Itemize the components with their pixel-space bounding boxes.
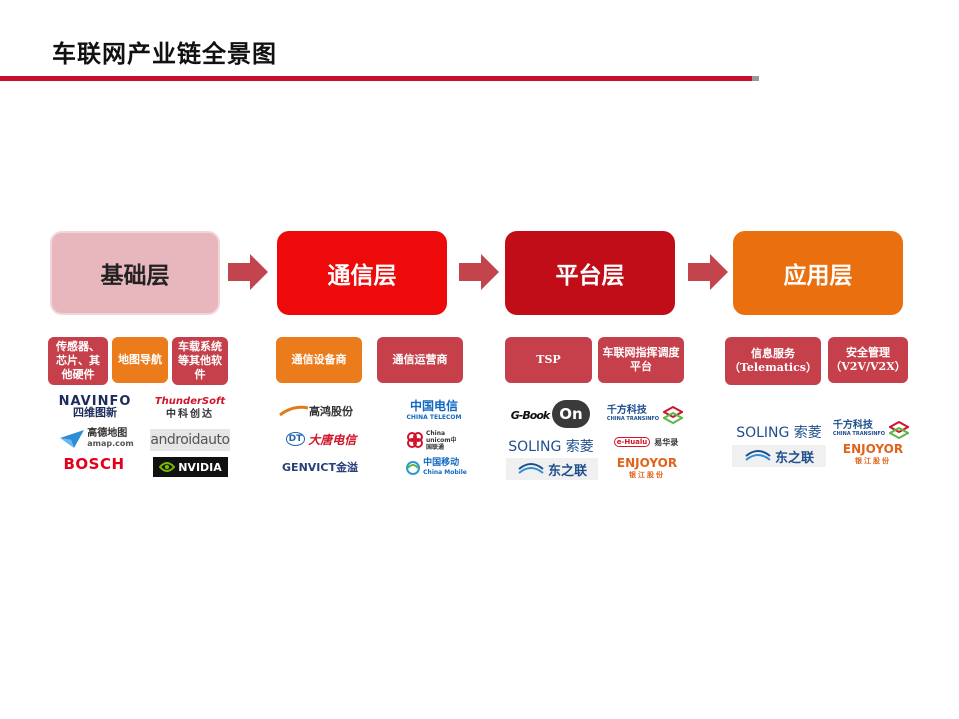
enjoyor-text: ENJOYOR [842,442,904,456]
transinfo-en-text: CHINA TRANSINFO [606,416,660,422]
transinfo-text: 千方科技 [832,420,873,431]
transinfo-icon [889,421,910,439]
china-mobile-en-text: China Mobile [423,469,467,476]
enjoyor-cn-text: 银江股份 [629,471,665,479]
sub-vehicle-software: 车载系统等其他软件 [172,337,228,385]
united-electronics-text: 东之联 [774,450,814,466]
china-telecom-en-text: CHINA TELECOM [406,414,462,421]
datang-logo: DT 大唐电信 [281,428,361,450]
enjoyor-cn-text: 银江股份 [855,457,891,465]
genvict-text: GENVICT金溢 [282,461,358,474]
soling-logo-platform: SOLING 索菱 [506,436,596,456]
china-telecom-logo: 中国电信 CHINA TELECOM [400,399,468,423]
onstar-text: On [559,405,583,423]
enjoyor-text: ENJOYOR [616,456,678,470]
amap-en-text: amap.com [87,439,134,448]
arrow-right-icon [228,254,268,290]
soling-text: SOLING 索菱 [508,439,594,455]
enjoyor-logo-app: ENJOYOR 银江股份 [830,443,916,467]
thundersoft-cn-text: 中科创达 [166,409,214,420]
transinfo-text: 千方科技 [606,405,647,416]
united-electronics-icon [518,463,544,474]
soling-logo-app: SOLING 索菱 [732,421,826,443]
transinfo-en-text: CHINA TRANSINFO [832,431,886,437]
transinfo-icon [663,406,684,424]
layer-communication: 通信层 [277,231,447,315]
enjoyor-logo-platform: ENJOYOR 银江股份 [606,457,688,481]
gaohong-logo: 高鸿股份 [268,401,364,421]
amap-icon [60,430,85,448]
nvidia-eye-icon [159,462,176,472]
android-auto-text: androidauto [150,432,230,448]
navinfo-text: NAVINFO [58,394,132,409]
transinfo-logo-app: 千方科技 CHINA TRANSINFO [830,419,912,441]
unicom-knot-icon [407,432,423,448]
amap-logo: 高德地图 amap.com [52,427,142,451]
united-electronics-icon [745,450,771,461]
sub-comm-operator: 通信运营商 [377,337,463,383]
page-title: 车联网产业链全景图 [52,40,277,68]
arrow-right-icon [459,254,499,290]
gaohong-text: 高鸿股份 [309,405,353,418]
genvict-logo: GENVICT金溢 [278,457,362,477]
soling-text: SOLING 索菱 [736,425,822,441]
thundersoft-logo: ThunderSoft 中科创达 [152,395,228,421]
china-mobile-icon [406,461,421,475]
layer-application: 应用层 [733,231,903,315]
nvidia-text: NVIDIA [178,460,222,474]
layer-platform: 平台层 [505,231,675,315]
gaohong-swoosh-icon [279,405,309,417]
title-divider [0,76,752,81]
arrow-right-icon [688,254,728,290]
nvidia-logo: NVIDIA [153,457,228,477]
china-mobile-logo: 中国移动 China Mobile [404,458,468,478]
sub-safety-management: 安全管理（V2V/V2X） [828,337,908,383]
thundersoft-text: ThunderSoft [154,396,226,407]
china-unicom-logo: China unicom中国联通 [404,427,464,453]
sub-dispatch-platform: 车联网指挥调度平台 [598,337,684,383]
sub-tsp: TSP [505,337,592,383]
amap-text: 高德地图 [87,428,128,439]
china-unicom-text: China unicom中国联通 [426,429,457,451]
gbook-text: G-Book [510,408,550,422]
united-electronics-logo-app: 东之联 [732,445,826,467]
onstar-logo: On [552,400,590,428]
ehualu-badge-icon: e-Hualu [613,437,651,447]
android-auto-logo: androidauto [150,429,230,451]
china-telecom-text: 中国电信 [409,399,458,413]
datang-text: 大唐电信 [308,432,357,447]
layer-base: 基础层 [50,231,220,315]
datang-icon: DT [285,432,306,446]
bosch-logo: BOSCH [58,453,130,475]
sub-sensor-chip: 传感器、芯片、其他硬件 [48,337,108,385]
transinfo-logo-platform: 千方科技 CHINA TRANSINFO [604,404,686,426]
title-divider-end [752,76,759,81]
china-mobile-text: 中国移动 [423,458,460,468]
ehualu-logo: e-Hualu 易华录 [606,433,686,451]
ehualu-text: 易华录 [654,437,679,447]
gbook-logo: G-Book [510,402,550,428]
bosch-text: BOSCH [63,455,125,473]
sub-map-navigation: 地图导航 [112,337,168,383]
sub-comm-equipment: 通信设备商 [276,337,362,383]
sub-telematics: 信息服务（Telematics） [725,337,821,385]
united-electronics-logo-platform: 东之联 [506,458,598,480]
navinfo-cn-text: 四维图新 [73,406,117,419]
navinfo-logo: NAVINFO 四维图新 [50,394,140,419]
united-electronics-text: 东之联 [547,463,587,479]
